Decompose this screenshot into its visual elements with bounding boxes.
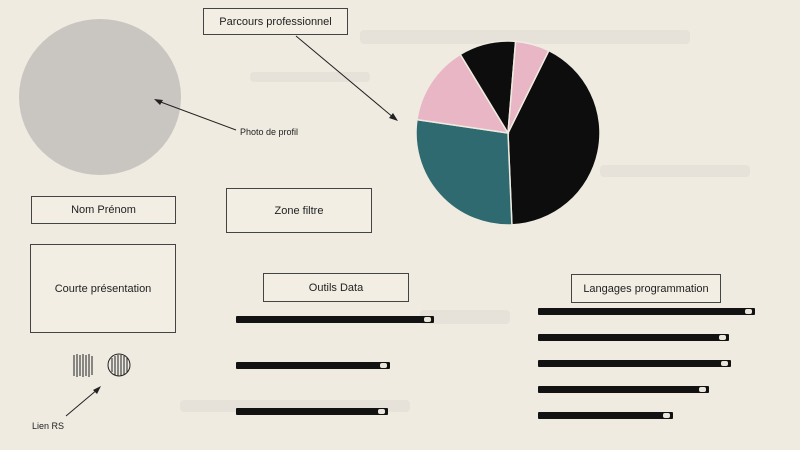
bar-handle[interactable] [721, 361, 728, 366]
tools-title-box: Outils Data [263, 273, 409, 302]
language-skill-bar [538, 360, 731, 367]
language-skill-bar [538, 412, 673, 419]
profile-photo [19, 19, 181, 175]
pie-slice [507, 40, 550, 134]
pie-slice [507, 49, 601, 226]
bar-handle[interactable] [699, 387, 706, 392]
social-icon-1 [73, 354, 93, 377]
pie-slice [415, 118, 513, 226]
social-icon-2 [107, 353, 131, 377]
bar-handle[interactable] [719, 335, 726, 340]
tool-skill-bar [236, 316, 434, 323]
career-pie-chart [415, 40, 601, 226]
language-skill-bar [538, 308, 755, 315]
bar-handle[interactable] [380, 363, 387, 368]
language-skill-bar [538, 386, 709, 393]
social-icons [73, 353, 131, 377]
bar-handle[interactable] [378, 409, 385, 414]
bar-handle[interactable] [424, 317, 431, 322]
pie-slice [416, 53, 510, 134]
filter-zone[interactable]: Zone filtre [226, 188, 372, 233]
presentation-box: Courte présentation [30, 244, 176, 333]
social-link-label: Lien RS [32, 421, 65, 431]
language-skill-bar [538, 334, 729, 341]
tool-skill-bar [236, 362, 390, 369]
career-title-box: Parcours professionnel [203, 8, 348, 35]
bar-handle[interactable] [745, 309, 752, 314]
bar-handle[interactable] [663, 413, 670, 418]
tool-skill-bar [236, 408, 388, 415]
name-box: Nom Prénom [31, 196, 176, 224]
photo-label: Photo de profil [240, 127, 299, 137]
languages-title-box: Langages programmation [571, 274, 721, 303]
